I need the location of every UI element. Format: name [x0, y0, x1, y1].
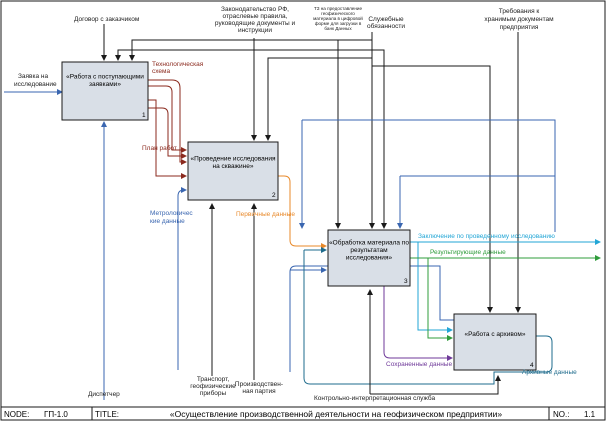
arrow-tech-2: [148, 85, 187, 153]
arrow-sohr: [383, 282, 453, 361]
label-proizv: Производствен-ная партия: [235, 381, 283, 395]
label-sohr: Сохраненные данные: [386, 361, 452, 368]
arrow-zakon-3: [254, 49, 387, 229]
box-rect: [61, 61, 149, 121]
footer-no-label: NO.:: [553, 410, 569, 419]
label-zakon: Законодательство РФ,отраслевые правила,р…: [215, 6, 296, 34]
footer-title-value: «Осуществление производственной деятельн…: [170, 409, 502, 419]
label-dispatcher: Диспетчер: [88, 391, 120, 398]
arrow-result-2: [427, 258, 453, 341]
label-result: Результирующие данные: [430, 249, 506, 256]
box-rabota-s-arhivom[interactable]: «Работа с архивом» 4: [453, 313, 537, 371]
label-arch: Архивные данные: [522, 369, 577, 376]
arrow-sluzh-3: [265, 57, 372, 141]
box-number: 4: [530, 362, 534, 369]
label-kontrol: Контрольно-интерпретационная служба: [314, 394, 435, 402]
arrow-sluzh-4: [372, 65, 493, 313]
box-rect: [187, 141, 279, 201]
box-label: «Работа с архивом»: [464, 330, 525, 338]
box-number: 1: [142, 112, 146, 119]
arrow-sluzh: [129, 32, 373, 61]
arrow-tech: [148, 79, 187, 165]
box-number: 3: [404, 278, 408, 285]
arrow-metro: [177, 187, 187, 370]
box-number: 2: [272, 192, 276, 199]
footer-node-label: NODE:: [4, 410, 29, 419]
box-rect: [453, 313, 537, 371]
label-plan: План работ: [142, 144, 177, 152]
footer-bar: NODE: ГП-1.0 TITLE: «Осуществление произ…: [0, 406, 606, 421]
footer-no-value: 1.1: [584, 410, 596, 419]
arrow-kontrol-2: [370, 375, 501, 395]
arrow-box3-fb: [302, 119, 556, 232]
box-rect: [327, 229, 411, 287]
label-zakl: Заключение по проведенному исследованию: [418, 233, 555, 240]
arrow-zakl-2: [417, 242, 453, 333]
arrow-arch: [303, 250, 553, 385]
footer-title-label: TITLE:: [95, 410, 119, 419]
label-perv: Первичные данные: [236, 211, 295, 218]
label-dogovor: Договор с заказчиком: [74, 16, 140, 23]
arrow-plan: [148, 99, 187, 179]
arrow-perv: [278, 175, 327, 249]
arrow-plan-2: [148, 107, 187, 159]
footer-node-value: ГП-1.0: [44, 410, 68, 419]
